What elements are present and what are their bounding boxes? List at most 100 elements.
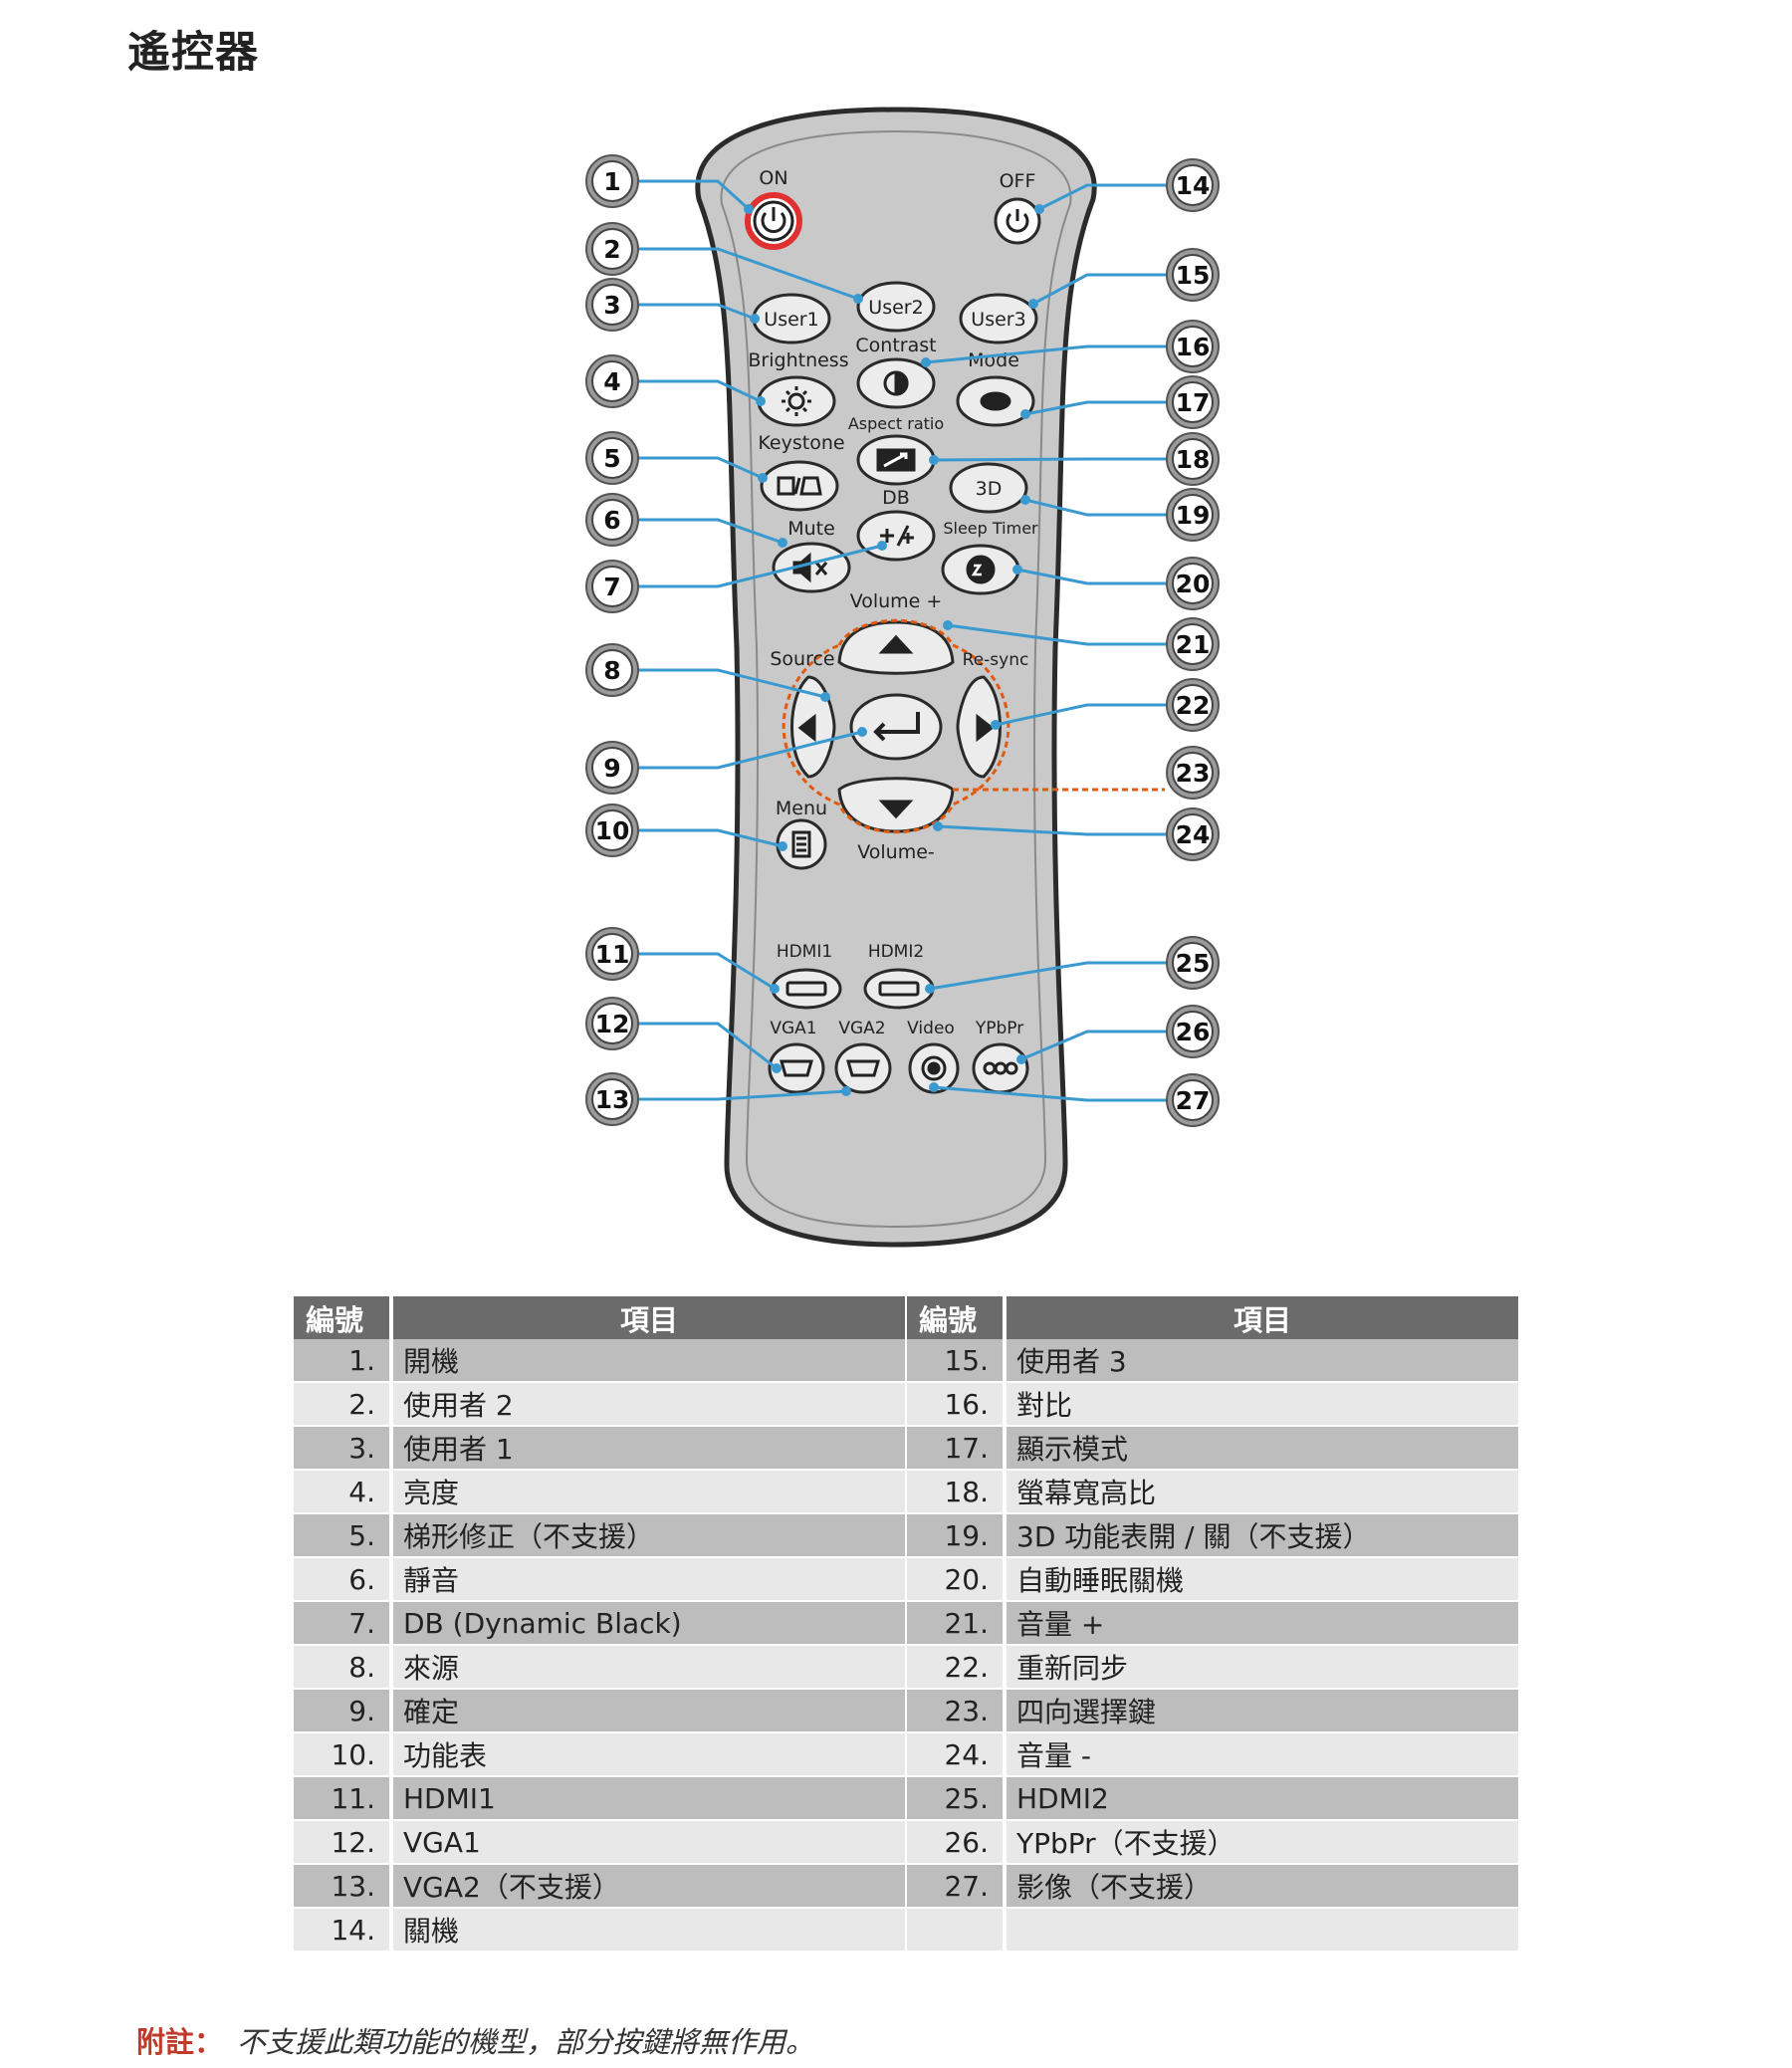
leader-dot (853, 294, 863, 304)
power-on-icon (761, 207, 786, 233)
callout-8: 8 (585, 643, 639, 697)
dpad-up-icon (878, 634, 914, 654)
callout-10: 10 (585, 804, 639, 857)
table-row: 8.來源 (294, 1646, 909, 1690)
callout-number: 6 (603, 506, 620, 535)
leader-dot (750, 314, 760, 324)
leader-dot (929, 455, 939, 465)
keystone-button[interactable] (760, 460, 839, 512)
callout-number: 9 (603, 754, 620, 783)
table-row: 20.自動睡眠關機 (907, 1558, 1522, 1602)
leader-3 (638, 303, 756, 321)
leader-dot (756, 396, 766, 406)
leader-dot (1016, 1054, 1026, 1064)
sleep-timer-icon (966, 555, 996, 584)
user3-button[interactable] (959, 293, 1038, 345)
table-row: 22.重新同步 (907, 1646, 1522, 1690)
table-row: 18.螢幕寬高比 (907, 1471, 1522, 1514)
user2-button[interactable] (856, 281, 936, 333)
leader-dot (943, 620, 953, 630)
table-row: 19.3D 功能表開 / 關（不支援） (907, 1514, 1522, 1558)
callout-16: 16 (1166, 320, 1220, 373)
mute-icon (792, 552, 811, 583)
label-user1: User1 (764, 309, 818, 331)
callout-18: 18 (1166, 432, 1220, 486)
label-on: ON (759, 167, 787, 189)
callout-number: 25 (1176, 949, 1211, 978)
dpad-highlight-outline (782, 618, 1010, 834)
callout-13: 13 (585, 1072, 639, 1126)
row-number: 26. (907, 1821, 1007, 1865)
table-row: 5.梯形修正（不支援） (294, 1514, 909, 1558)
col-number-header: 編號 (294, 1296, 393, 1339)
vga2-icon (846, 1059, 880, 1077)
table-row: 16.對比 (907, 1383, 1522, 1427)
callout-3: 3 (585, 278, 639, 332)
callout-number: 19 (1176, 501, 1211, 530)
vga2-button[interactable] (834, 1042, 892, 1094)
dpad-down-icon (878, 800, 914, 819)
label-mute: Mute (787, 518, 835, 540)
hdmi1-button[interactable] (771, 968, 842, 1010)
callout-5: 5 (585, 431, 639, 485)
callout-number: 12 (595, 1010, 630, 1038)
row-item: 使用者 1 (393, 1427, 909, 1471)
leader-dot (1034, 204, 1044, 214)
leader-2 (638, 247, 859, 301)
row-number: 14. (294, 1909, 393, 1953)
row-number: 11. (294, 1777, 393, 1821)
leader-dot (1012, 565, 1022, 574)
row-item: YPbPr（不支援） (1007, 1821, 1522, 1865)
leader-10 (638, 828, 784, 848)
row-number: 4. (294, 1471, 393, 1514)
callout-number: 15 (1176, 261, 1211, 290)
row-number: 1. (294, 1339, 393, 1383)
leader-dot (991, 720, 1001, 730)
row-item: HDMI1 (393, 1777, 909, 1821)
brightness-button[interactable] (757, 375, 836, 427)
callout-15: 15 (1166, 248, 1220, 302)
3d-button[interactable] (949, 462, 1028, 514)
table-row: 10.功能表 (294, 1733, 909, 1777)
row-number: 2. (294, 1383, 393, 1427)
row-number: 3. (294, 1427, 393, 1471)
db-button[interactable] (856, 510, 936, 562)
leader-1 (638, 179, 751, 211)
label-hdmi1: HDMI1 (777, 942, 832, 962)
row-item: HDMI2 (1007, 1777, 1522, 1821)
table-row: 13.VGA2（不支援） (294, 1865, 909, 1909)
label-db: DB (882, 487, 910, 509)
callout-number: 22 (1176, 691, 1211, 720)
keystone-icon (777, 476, 795, 496)
table-row: 11.HDMI1 (294, 1777, 909, 1821)
ypbpr-button[interactable] (972, 1042, 1029, 1094)
table-row: 14.關機 (294, 1909, 909, 1953)
table-row: 24.音量 - (907, 1733, 1522, 1777)
label-resync: Re-sync (963, 650, 1029, 670)
leader-27 (933, 1085, 1167, 1102)
vga1-button[interactable] (768, 1042, 825, 1094)
row-item: 確定 (393, 1690, 909, 1733)
table-row: 2.使用者 2 (294, 1383, 909, 1427)
table-row: 12.VGA1 (294, 1821, 909, 1865)
label-source: Source (770, 648, 834, 670)
row-item: DB (Dynamic Black) (393, 1602, 909, 1646)
enter-icon (873, 712, 920, 742)
row-number: 9. (294, 1690, 393, 1733)
hdmi2-button[interactable] (863, 968, 935, 1010)
label-vga1: VGA1 (770, 1019, 816, 1038)
table-row: 15.使用者 3 (907, 1339, 1522, 1383)
remote-control-diagram: ON OFF User1 User2 User3 Brightness Cont… (585, 107, 1220, 1248)
row-item: 對比 (1007, 1383, 1522, 1427)
callout-17: 17 (1166, 375, 1220, 429)
table-row: 9.確定 (294, 1690, 909, 1733)
row-item: 自動睡眠關機 (1007, 1558, 1522, 1602)
mute-button[interactable] (772, 542, 851, 593)
label-brightness: Brightness (748, 349, 848, 371)
callout-14: 14 (1166, 158, 1220, 212)
row-number: 15. (907, 1339, 1007, 1383)
label-volume-down: Volume- (857, 841, 935, 863)
leader-dot (1020, 495, 1030, 505)
enter-button[interactable] (849, 693, 943, 761)
